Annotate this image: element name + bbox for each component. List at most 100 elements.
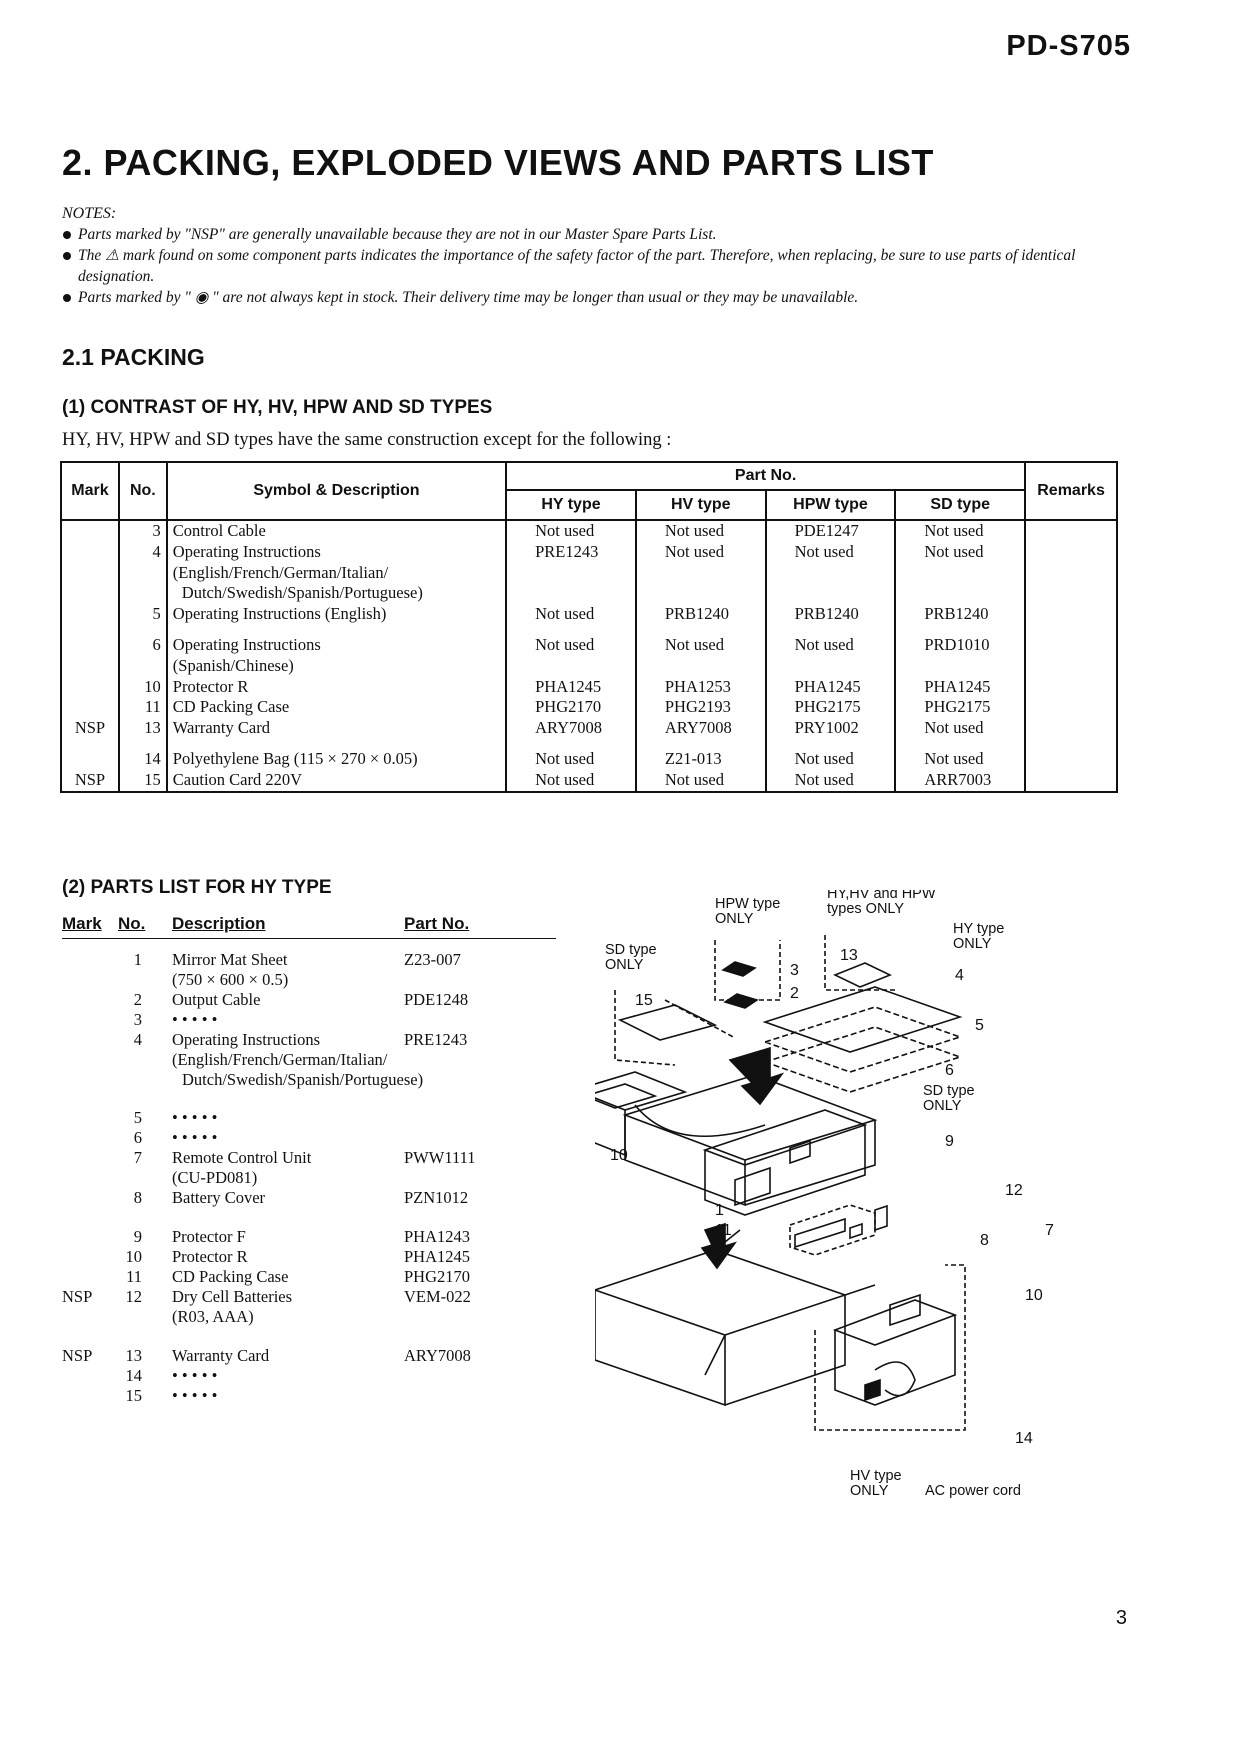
col-sd: SD type — [894, 489, 1027, 521]
contrast-row: (Spanish/Chinese) — [60, 655, 1118, 677]
remote-bracket — [789, 1204, 876, 1256]
cell-hpw: PDE1247 — [764, 520, 897, 542]
parts-list-heading: (2) PARTS LIST FOR HY TYPE — [62, 877, 332, 898]
diagram-label: HY,HV and HPW — [827, 890, 936, 902]
pl-cell-desc: • • • • • — [172, 1366, 218, 1385]
cell-mark — [60, 562, 120, 584]
instruction-book-4 — [762, 986, 963, 1053]
protector-r-hv — [832, 1299, 958, 1406]
pl-cell-part: ARY7008 — [404, 1346, 471, 1365]
cell-remarks — [1024, 520, 1118, 542]
cell-mark — [60, 738, 120, 770]
col-desc: Symbol & Description — [165, 461, 508, 521]
contrast-row: (English/French/German/Italian/ — [60, 562, 1118, 584]
battery-icon — [874, 1204, 888, 1232]
cell-no — [117, 583, 168, 605]
cell-mark — [60, 655, 120, 677]
diagram-label: HPW type — [715, 896, 780, 912]
protector-f-window — [734, 1166, 771, 1207]
pl-cell-desc: Warranty Card — [172, 1346, 270, 1365]
pl-cell-part: PZN1012 — [404, 1188, 469, 1207]
callout-number: 9 — [945, 1133, 954, 1150]
protector-r-window — [595, 1083, 658, 1109]
cell-desc: Warranty Card — [165, 718, 508, 739]
col-partno: Part No. — [505, 461, 1027, 491]
cell-hv — [634, 655, 767, 677]
col-hpw: HPW type — [764, 489, 897, 521]
cell-mark — [60, 624, 120, 656]
cell-no: 13 — [117, 718, 168, 739]
cell-hpw: PRB1240 — [764, 604, 897, 625]
pl-cell-desc: (R03, AAA) — [172, 1307, 254, 1326]
pl-cell-part: PHG2170 — [404, 1267, 471, 1286]
warranty-card-icon — [833, 962, 892, 988]
cell-hy: PRE1243 — [505, 541, 637, 563]
cell-desc: Dutch/Swedish/Spanish/Portuguese) — [165, 583, 508, 605]
cell-mark — [60, 583, 120, 605]
diagram-label: SD type — [923, 1083, 975, 1099]
warranty-bracket — [824, 935, 895, 991]
cell-sd — [894, 655, 1027, 677]
cell-remarks — [1024, 624, 1118, 656]
cell-remarks — [1024, 541, 1118, 563]
cell-hy: PHG2170 — [505, 697, 637, 719]
diagram-label: ONLY — [953, 936, 992, 952]
pl-cell-no: 1 — [133, 950, 142, 969]
callout-number: 8 — [980, 1232, 989, 1249]
model-header: PD-S705 — [1006, 30, 1131, 62]
contrast-intro: HY, HV, HPW and SD types have the same c… — [62, 430, 672, 450]
cell-remarks — [1024, 676, 1118, 698]
cell-hpw: Not used — [764, 738, 897, 770]
cell-no: 10 — [117, 676, 168, 698]
contrast-row: Dutch/Swedish/Spanish/Portuguese) — [60, 583, 1118, 605]
pl-cell-no: 8 — [133, 1188, 142, 1207]
cell-desc: CD Packing Case — [165, 697, 508, 719]
pl-cell-no: 3 — [133, 1010, 142, 1029]
cell-no: 11 — [117, 697, 168, 719]
remote-control-icon — [794, 1217, 846, 1249]
callout-number: 13 — [840, 947, 858, 964]
protector-window — [889, 1293, 921, 1327]
diagram-label: ONLY — [923, 1098, 962, 1114]
cell-remarks — [1024, 655, 1118, 677]
cell-mark — [60, 520, 120, 542]
cell-mark — [60, 541, 120, 563]
cell-hpw: PHG2175 — [764, 697, 897, 719]
cell-hv: PHG2193 — [634, 697, 767, 719]
pl-cell-no: 10 — [125, 1247, 143, 1266]
pl-cell-part: PHA1245 — [404, 1247, 471, 1266]
pl-cell-desc: Dry Cell Batteries — [172, 1287, 293, 1306]
pl-col-partno: Part No. — [404, 914, 470, 933]
cell-desc: Polyethylene Bag (115 × 270 × 0.05) — [165, 738, 508, 770]
protector-f — [702, 1109, 868, 1216]
cell-remarks — [1024, 718, 1118, 739]
pl-cell-desc: CD Packing Case — [172, 1267, 289, 1286]
pl-col-desc: Description — [172, 914, 266, 933]
cell-sd: PHA1245 — [894, 676, 1027, 698]
pl-cell-desc: (English/French/German/Italian/ — [172, 1050, 388, 1069]
cell-hy: Not used — [505, 520, 637, 542]
pl-cell-no: 9 — [133, 1227, 142, 1246]
down-arrow-icon — [700, 1222, 738, 1270]
cell-desc: Operating Instructions — [165, 624, 508, 656]
cell-hv: Not used — [634, 541, 767, 563]
cell-remarks — [1024, 583, 1118, 605]
pl-cell-desc: Operating Instructions — [172, 1030, 321, 1049]
cell-no — [117, 562, 168, 584]
cell-hv: ARY7008 — [634, 718, 767, 739]
contrast-table: Mark No. Symbol & Description Part No. R… — [60, 461, 1118, 793]
ac-cord-icon — [874, 1361, 916, 1397]
cell-sd: Not used — [894, 541, 1027, 563]
cell-desc: (English/French/German/Italian/ — [165, 562, 508, 584]
callout-number: 12 — [1005, 1182, 1023, 1199]
page-number: 3 — [1115, 1607, 1127, 1629]
pl-col-no: No. — [118, 914, 146, 933]
cell-no: 4 — [117, 541, 168, 563]
